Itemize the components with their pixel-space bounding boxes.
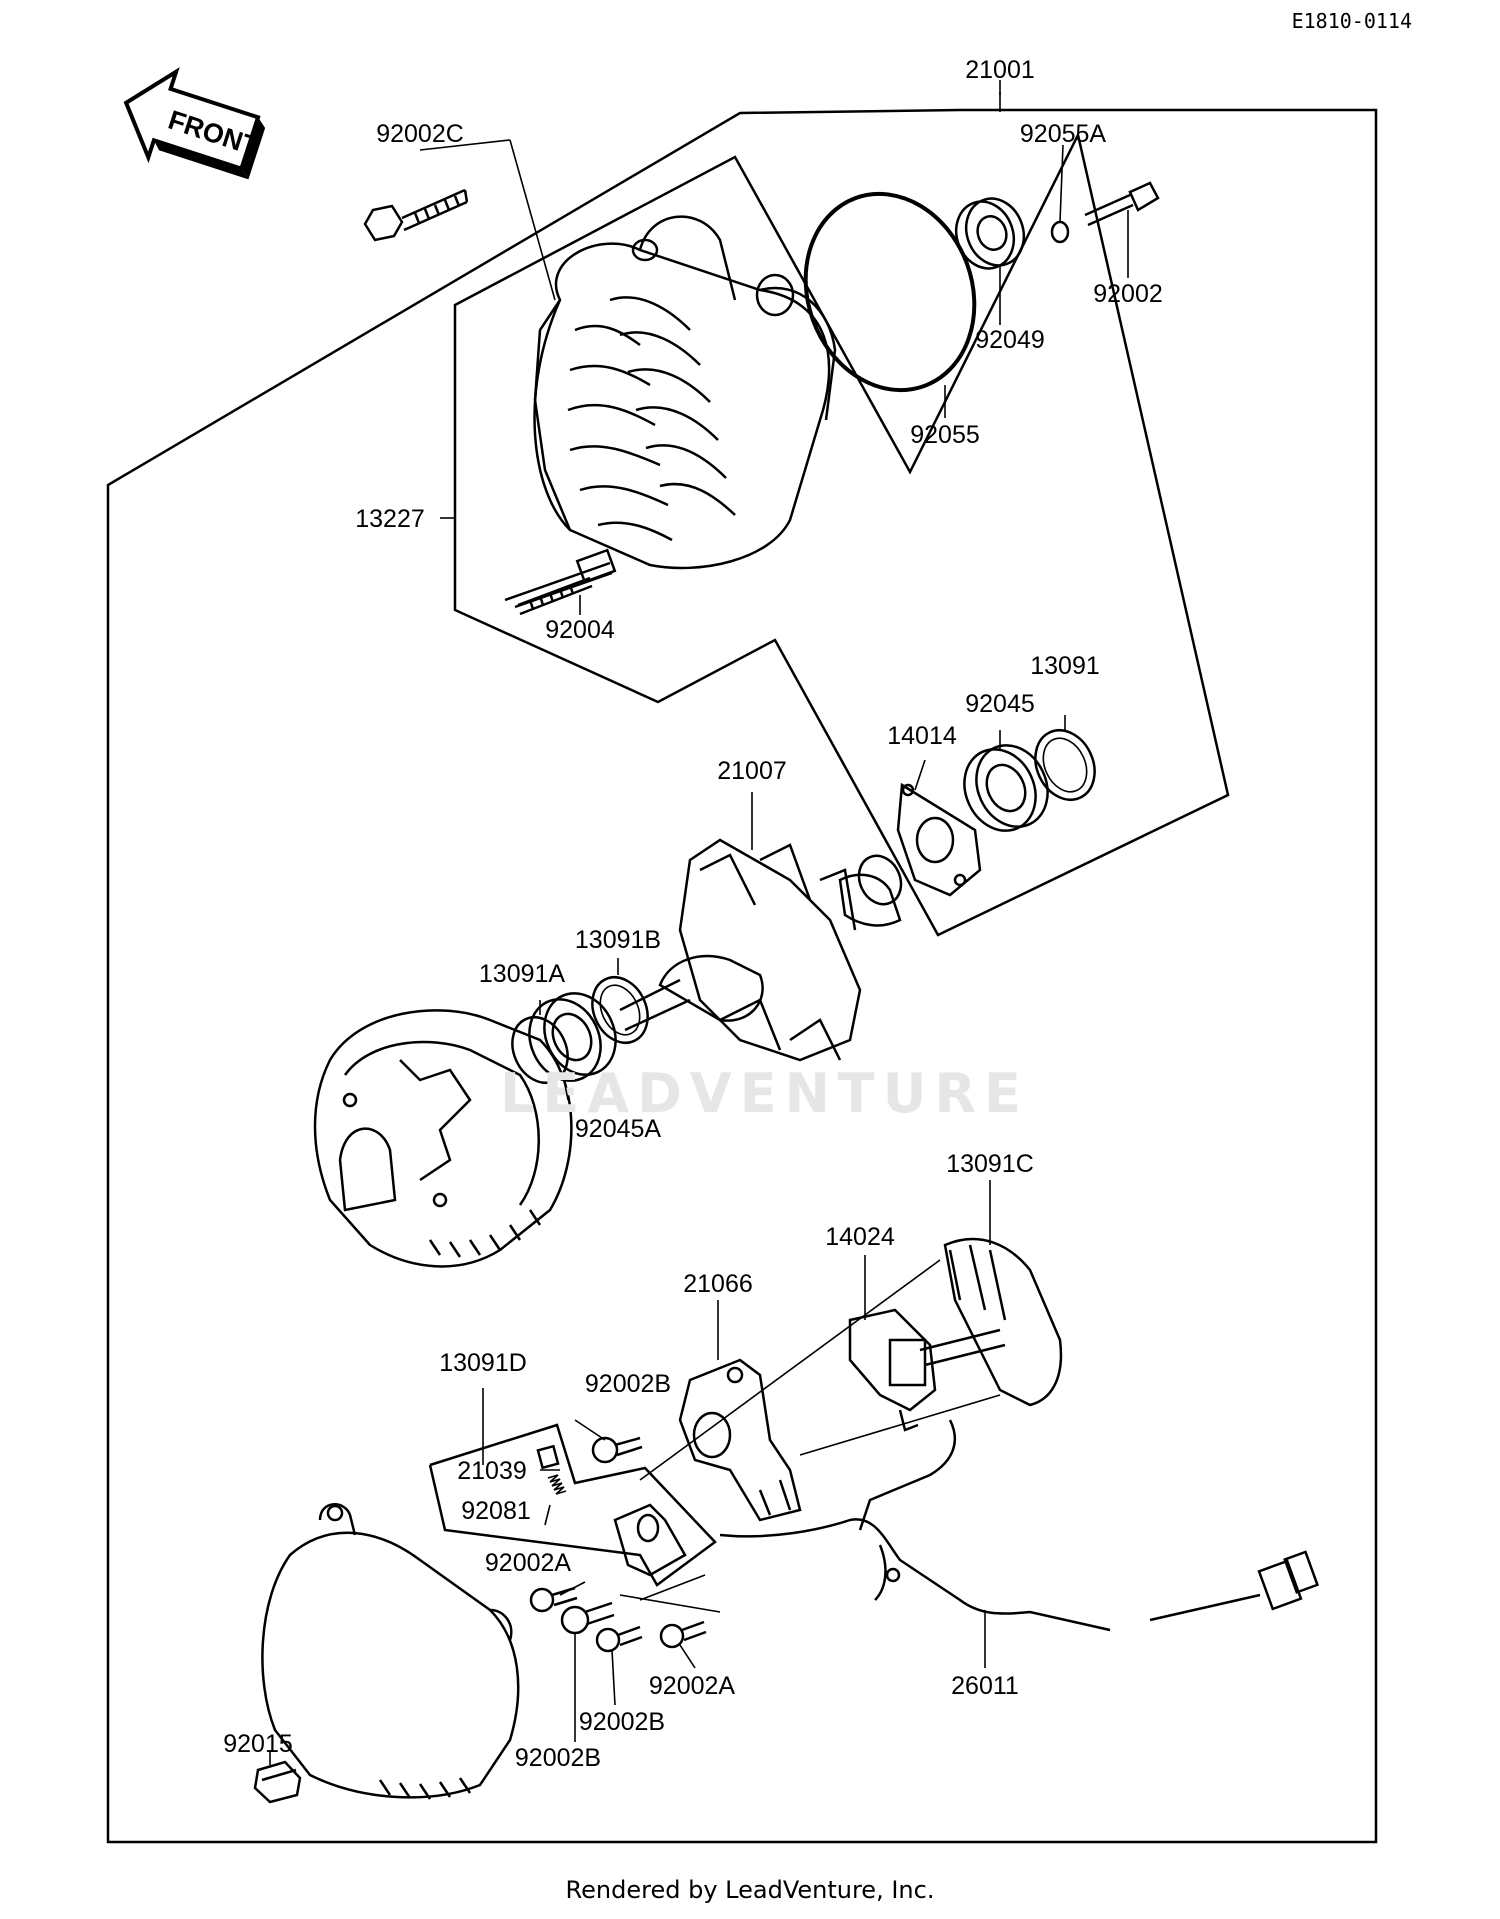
bolt-92002 [1084, 181, 1160, 227]
ring-92055A [1050, 220, 1070, 244]
label-92002B-top: 92002B [585, 1370, 671, 1398]
rear-cover [261, 1503, 520, 1800]
label-21007: 21007 [717, 757, 787, 785]
bearing-92045 [963, 744, 1049, 832]
stud-92004 [517, 576, 593, 616]
label-92002B-bottom: 92002B [515, 1744, 601, 1772]
front-arrow-icon: FRONT [123, 67, 266, 180]
label-13091: 13091 [1030, 652, 1100, 680]
brush-21039 [536, 1444, 560, 1470]
stator-group-boundary [453, 131, 1230, 937]
label-92002C: 92002C [376, 120, 464, 148]
screw-92002B-c [595, 1625, 643, 1653]
ring-13091B [591, 976, 649, 1044]
label-13091D: 13091D [439, 1349, 527, 1377]
leader-lines [269, 80, 1129, 1765]
plate-14014 [896, 782, 982, 897]
subgroup-13091D-boundary [428, 1423, 717, 1587]
label-13227: 13227 [355, 505, 425, 533]
label-92081: 92081 [461, 1497, 531, 1525]
label-92004: 92004 [545, 616, 615, 644]
label-92049: 92049 [975, 326, 1045, 354]
label-13091C: 13091C [946, 1150, 1034, 1178]
label-21001: 21001 [965, 56, 1035, 84]
label-21039: 21039 [457, 1457, 527, 1485]
bolt-92002C [363, 188, 469, 242]
label-26011: 26011 [951, 1672, 1019, 1700]
rotor-21007 [619, 838, 903, 1062]
rectifier-13091C [919, 1237, 1063, 1407]
bearing-92045A [528, 992, 617, 1082]
label-92002: 92002 [1093, 280, 1163, 308]
label-14024: 14024 [825, 1223, 895, 1251]
label-92055: 92055 [910, 421, 980, 449]
label-21066: 21066 [683, 1270, 753, 1298]
front-housing [313, 1009, 573, 1268]
stator-housing [504, 215, 837, 609]
screw-92002A-a [529, 1586, 578, 1613]
bearing-92049 [954, 197, 1026, 270]
watermark: LEADVENTURE [500, 1062, 1029, 1125]
label-13091B: 13091B [575, 926, 661, 954]
label-92045: 92045 [965, 690, 1035, 718]
ring-13091 [1034, 729, 1096, 801]
label-14014: 14014 [887, 722, 957, 750]
regulator-14024 [848, 1308, 937, 1432]
label-92002A-right: 92002A [649, 1672, 736, 1700]
assembly-boundary [106, 108, 1378, 1844]
brush-holder-21066 [678, 1358, 802, 1522]
label-92002A-left: 92002A [485, 1549, 572, 1577]
spring-92081 [547, 1474, 567, 1495]
screw-92002B-a [591, 1436, 643, 1464]
brush-holder-part [613, 1503, 687, 1577]
label-13091A: 13091A [479, 960, 566, 988]
label-92002B-mid: 92002B [579, 1708, 665, 1736]
cap-92015 [253, 1760, 302, 1804]
label-92055A: 92055A [1020, 120, 1107, 148]
ring-13091A [511, 1016, 569, 1084]
label-92045A: 92045A [575, 1115, 662, 1143]
harness-26011 [719, 1419, 1320, 1632]
label-92015: 92015 [223, 1730, 293, 1758]
diagram-id: E1810-0114 [1292, 9, 1412, 33]
footer-credit: Rendered by LeadVenture, Inc. [565, 1876, 935, 1904]
screw-92002A-b [659, 1620, 707, 1649]
o-ring-92055 [803, 191, 977, 393]
